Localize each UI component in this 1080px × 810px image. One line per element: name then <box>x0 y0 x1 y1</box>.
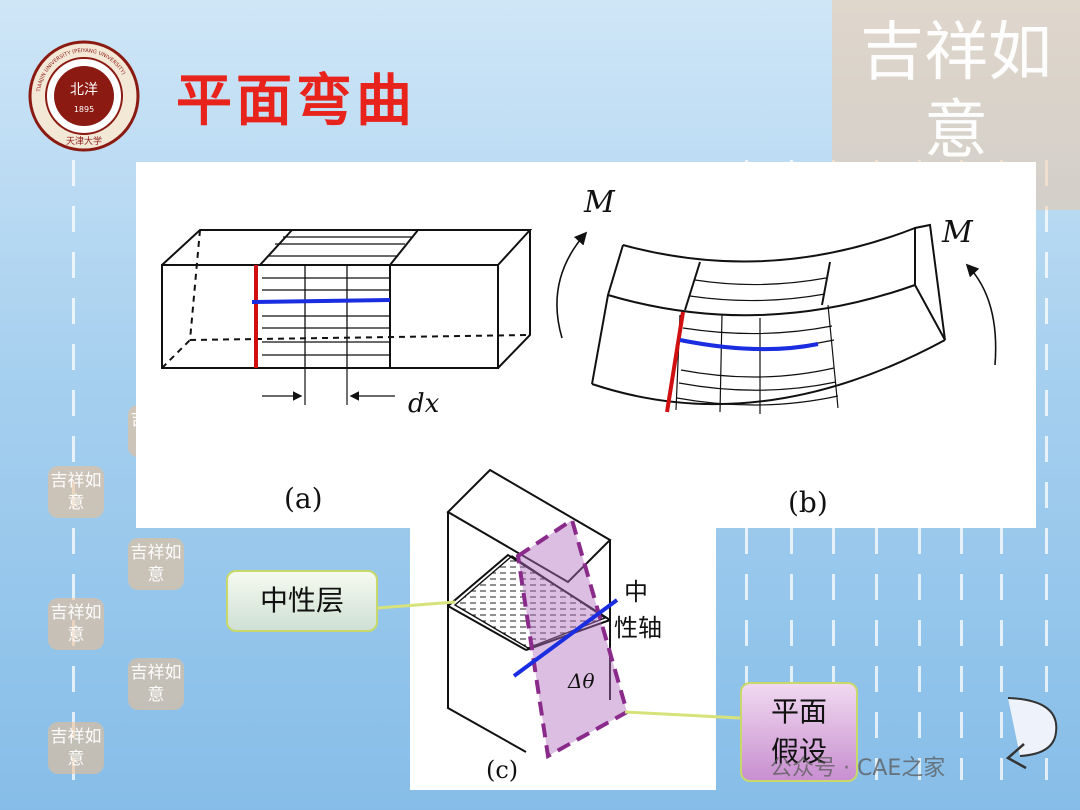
figure-a-neutral-line <box>251 298 391 304</box>
university-logo: 北洋 1895 天津大学 TIANJIN UNIVERSITY (PEIYANG… <box>28 40 140 152</box>
delta-theta-label: Δθ <box>567 669 594 693</box>
figure-a-label: (a) <box>284 482 323 515</box>
neutral-axis-label-line2: 性轴 <box>614 614 662 642</box>
neutral-layer-hatch <box>453 555 607 649</box>
logo-year: 1895 <box>74 105 94 114</box>
callout-leader-neutral <box>377 600 456 610</box>
figure-panel-top <box>136 162 1036 528</box>
figure-a-beam <box>161 229 533 405</box>
dx-label: dx <box>408 389 440 419</box>
figure-b-neutral-line <box>679 338 819 352</box>
return-arrow-icon[interactable] <box>1000 690 1064 770</box>
callout-leader-plane <box>624 710 741 720</box>
figure-b-beam <box>556 223 997 414</box>
neutral-layer-callout-text: 中性层 <box>259 584 344 617</box>
decor-seal: 吉祥如意 <box>128 538 184 590</box>
plane-hypothesis-line1: 平面 <box>770 695 827 728</box>
decor-seal: 吉祥如意 <box>48 722 104 774</box>
logo-bottom-text: 天津大学 <box>66 135 102 147</box>
decor-seal: 吉祥如意 <box>48 466 104 518</box>
figure-c-label: (c) <box>486 756 518 784</box>
watermark-text: 公众号 · CAE之家 <box>770 756 946 781</box>
decor-dash <box>1045 160 1048 780</box>
figure-b-section-line <box>665 311 685 413</box>
neutral-layer-callout: 中性层 <box>226 570 378 632</box>
figure-b-label: (b) <box>788 486 828 519</box>
neutral-axis-label-line1: 中 <box>624 578 648 606</box>
decor-seal: 吉祥如意 <box>128 658 184 710</box>
logo-center-text: 北洋 <box>70 82 98 98</box>
figure-panel-bottom <box>410 520 716 790</box>
decor-seal: 吉祥如意 <box>48 598 104 650</box>
moment-label-right: M <box>941 215 974 250</box>
plane-hypothesis-callout: 平面 假设 <box>740 682 858 782</box>
plane-hypothesis-line2: 假设 <box>770 735 827 768</box>
figure-c-neutral-axis <box>512 598 619 678</box>
slide-title: 平面弯曲 <box>176 69 416 134</box>
moment-label-left: M <box>583 185 616 220</box>
